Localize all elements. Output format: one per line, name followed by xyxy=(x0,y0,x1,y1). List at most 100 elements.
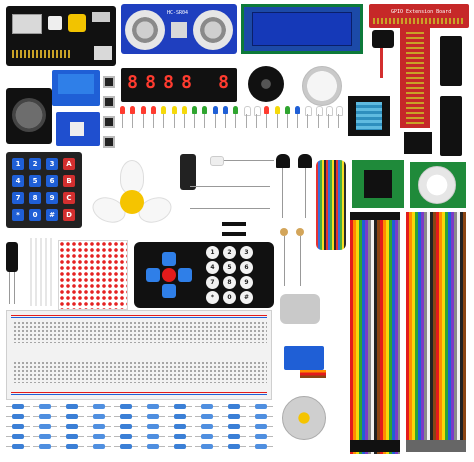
keypad-key: B xyxy=(63,175,75,187)
lead-wire xyxy=(190,186,270,187)
gpio-extension-board: GPIO Extension Board xyxy=(369,4,469,28)
battery-wire xyxy=(380,48,383,78)
remote-key: 4 xyxy=(206,261,219,274)
resistor xyxy=(147,434,159,439)
led-leg xyxy=(297,114,299,128)
resistor xyxy=(120,444,132,449)
resistor xyxy=(39,434,51,439)
led-leg xyxy=(183,114,185,128)
led xyxy=(315,106,323,116)
pin-header xyxy=(30,238,54,306)
resistor xyxy=(12,414,24,419)
led xyxy=(284,106,290,114)
relay-module xyxy=(52,70,100,106)
remote-key: # xyxy=(240,291,253,304)
resistor xyxy=(228,414,240,419)
led xyxy=(120,106,125,114)
led-leg xyxy=(307,114,309,128)
resistor xyxy=(228,444,240,449)
keypad-key: * xyxy=(12,209,24,221)
transistor xyxy=(298,154,312,168)
resistor xyxy=(93,424,105,429)
led xyxy=(295,106,301,114)
diode xyxy=(222,222,246,226)
lead-wire xyxy=(224,160,274,161)
push-button xyxy=(103,96,115,108)
led-leg xyxy=(245,114,247,128)
photoresistor xyxy=(280,228,288,236)
power-supply-module xyxy=(6,6,116,66)
keypad-key: # xyxy=(46,209,58,221)
fan-propeller xyxy=(88,160,176,234)
sensor-module xyxy=(56,112,100,146)
resistor xyxy=(201,434,213,439)
lead-wire xyxy=(284,236,285,286)
resistor xyxy=(174,434,186,439)
remote-key: 7 xyxy=(206,276,219,289)
led xyxy=(130,106,136,114)
resistor xyxy=(228,424,240,429)
ic-chip xyxy=(440,36,462,86)
led xyxy=(336,106,344,116)
keypad-key: 8 xyxy=(29,192,41,204)
remote-key: 2 xyxy=(223,246,236,259)
ribbon-cable xyxy=(350,214,400,454)
segment-digit: 8 xyxy=(218,72,229,93)
remote-key: 8 xyxy=(223,276,236,289)
resistor xyxy=(228,434,240,439)
breadboard xyxy=(6,310,272,400)
lead-wire xyxy=(300,236,301,286)
led xyxy=(233,106,239,114)
resistor xyxy=(93,434,105,439)
resistor xyxy=(12,404,24,409)
resistor xyxy=(39,404,51,409)
led-leg xyxy=(266,114,268,128)
resistor xyxy=(201,424,213,429)
led xyxy=(171,106,177,114)
resistor xyxy=(120,404,132,409)
led-leg xyxy=(163,114,165,128)
led xyxy=(274,106,280,114)
resistor xyxy=(93,404,105,409)
segment-digit: 8 xyxy=(145,72,156,93)
led-leg xyxy=(173,114,175,128)
keypad-key: 5 xyxy=(29,175,41,187)
resistor xyxy=(255,414,267,419)
gpio-label: GPIO Extension Board xyxy=(391,9,452,15)
led-row xyxy=(120,106,350,146)
resistor xyxy=(39,414,51,419)
keypad-key: 3 xyxy=(46,158,58,170)
lead-wire xyxy=(282,168,283,218)
led-leg xyxy=(276,114,278,128)
led-dot-matrix xyxy=(58,240,128,310)
led xyxy=(161,106,167,114)
push-button xyxy=(103,136,115,148)
led xyxy=(305,106,313,116)
humidity-sensor xyxy=(348,96,390,136)
resistor xyxy=(255,444,267,449)
resistor xyxy=(174,444,186,449)
resistor xyxy=(255,404,267,409)
gpio-t-board xyxy=(400,28,430,128)
led-leg xyxy=(204,114,206,128)
led-leg xyxy=(194,114,196,128)
led-leg xyxy=(142,114,144,128)
led-leg xyxy=(235,114,237,128)
led xyxy=(223,106,228,114)
resistor xyxy=(174,414,186,419)
resistor xyxy=(93,414,105,419)
led xyxy=(264,106,270,114)
resistor xyxy=(201,444,213,449)
segment-digit: 8 xyxy=(127,72,138,93)
capacitor xyxy=(6,242,18,272)
joystick-module xyxy=(6,88,52,144)
pir-sensor xyxy=(410,162,466,208)
cable-connectors xyxy=(350,212,400,220)
resistor xyxy=(174,404,186,409)
resistor xyxy=(201,404,213,409)
push-button xyxy=(103,116,115,128)
lead-wire xyxy=(14,272,15,304)
